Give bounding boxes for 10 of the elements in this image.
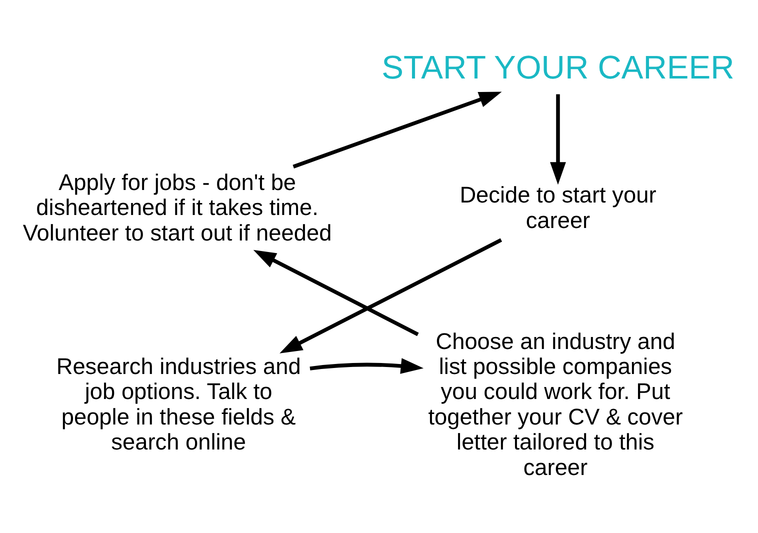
node-text: Choose an industry and list possible companies you could work for. Put together your CV & cover letter tailored to this career [428, 327, 683, 480]
arrow [292, 91, 502, 168]
arrow [280, 238, 502, 353]
arrow [253, 249, 419, 336]
node-text: Apply for jobs - don't be disheartened if it takes time. Volunteer to start out if needed [22, 168, 332, 245]
arrow [550, 94, 566, 184]
node-text: START YOUR CAREER [382, 48, 734, 85]
arrow [310, 358, 424, 374]
node-text: Research industries and job options. Talk to people in these fields & search online [56, 352, 301, 454]
node-text: Decide to start your career [460, 181, 656, 232]
